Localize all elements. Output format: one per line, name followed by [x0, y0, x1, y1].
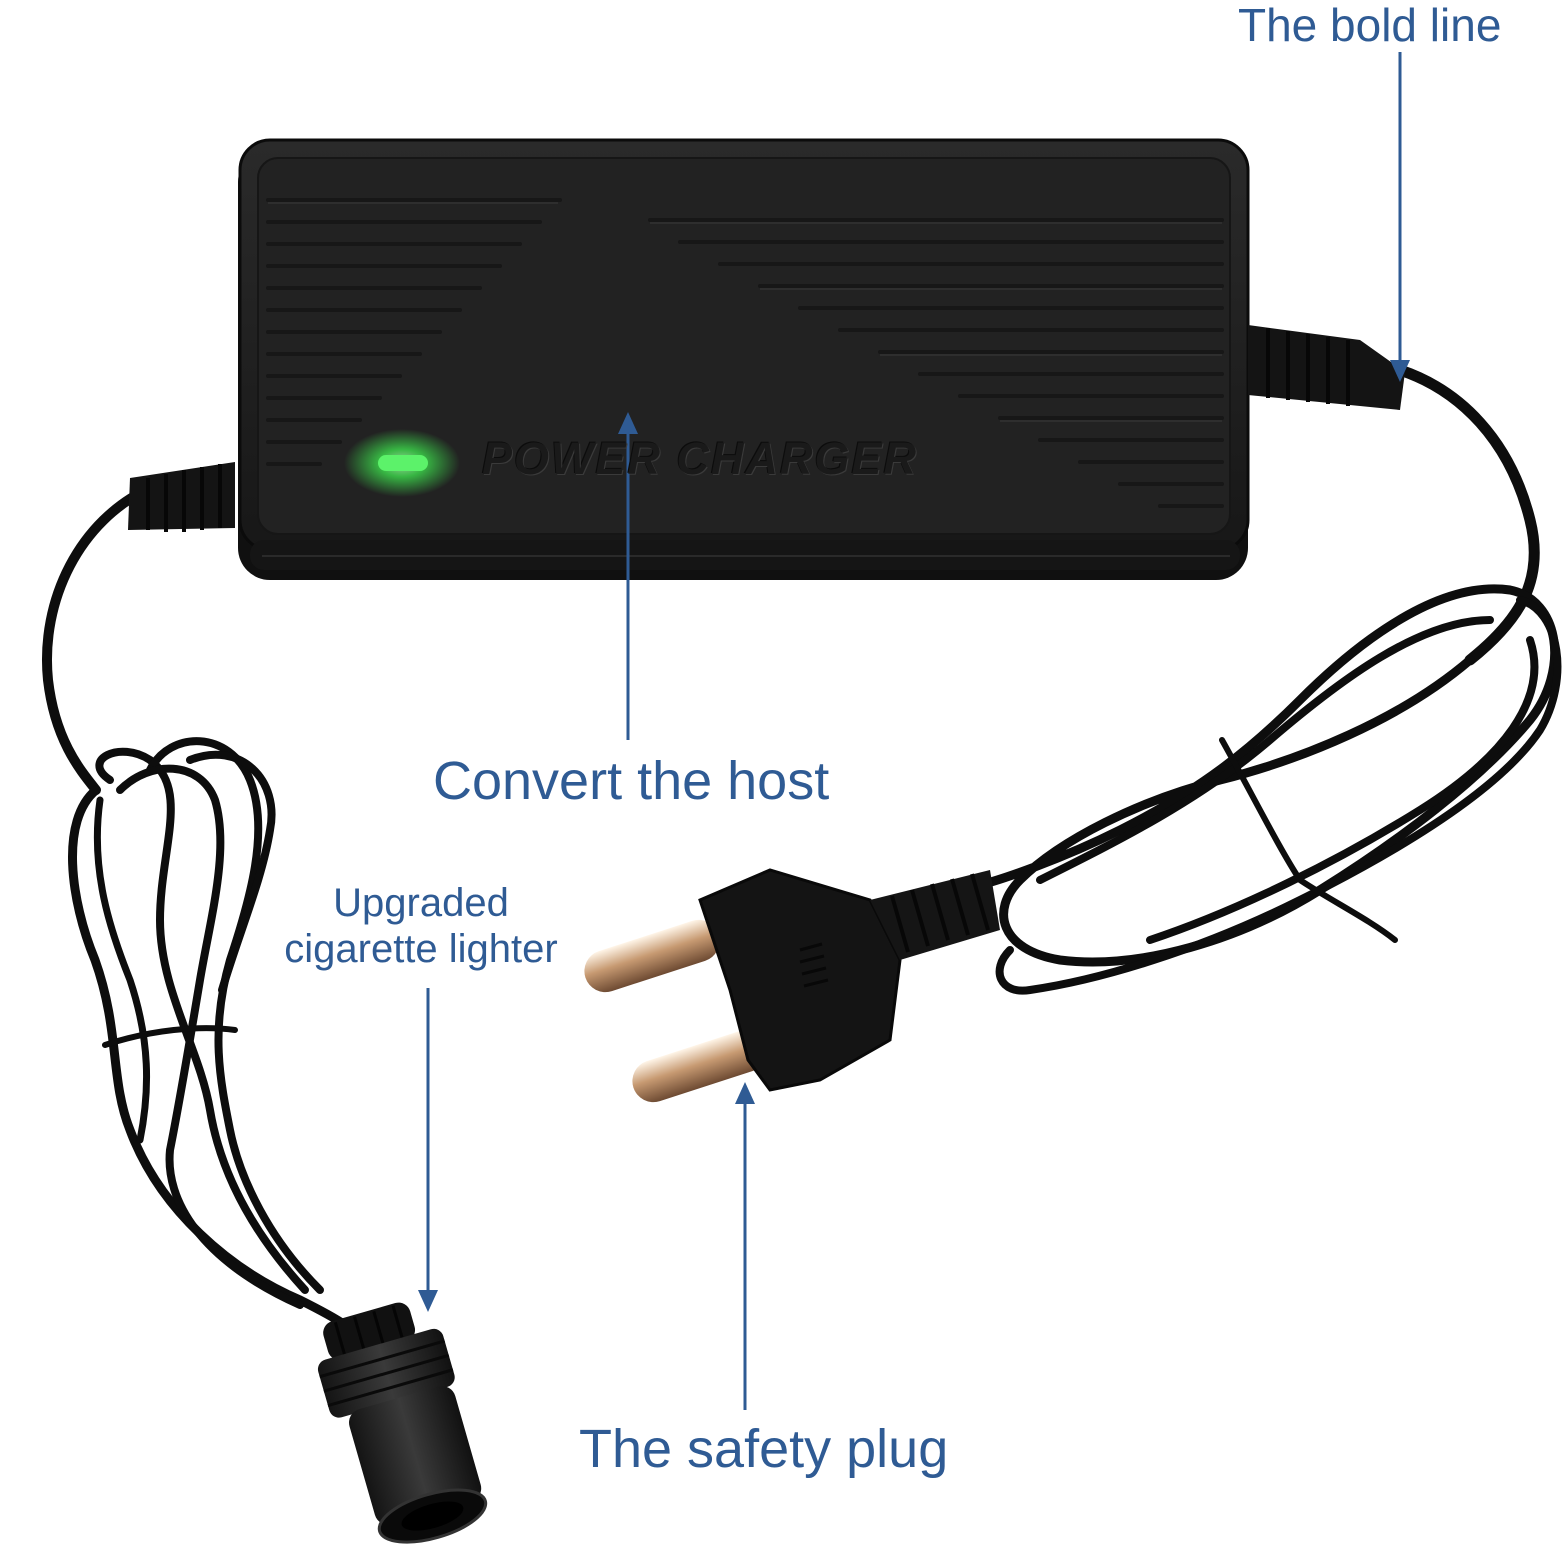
label-bold-line: The bold line — [1238, 0, 1502, 51]
cables — [42, 364, 1562, 1330]
right-cable-tie — [1219, 737, 1398, 943]
plug-pin-lower — [632, 1029, 768, 1103]
left-coil — [68, 785, 350, 1330]
label-convert-host: Convert the host — [433, 751, 830, 811]
plug-pin-upper — [584, 919, 720, 993]
left-cable — [42, 483, 155, 795]
label-cigarette-line1: Upgraded — [333, 881, 509, 925]
housing-print: POWER CHARGER — [482, 433, 919, 484]
right-strain-relief — [1248, 325, 1405, 410]
euro-plug — [584, 868, 1000, 1103]
led-indicator — [378, 455, 428, 471]
right-cable — [1394, 364, 1540, 666]
left-cable-tie — [102, 1025, 238, 1048]
label-cigarette-lighter: Upgraded cigarette lighter — [262, 880, 580, 972]
left-strain-relief — [128, 462, 235, 532]
charger-housing — [128, 138, 1405, 580]
housing-ribs — [266, 198, 1224, 508]
label-cigarette-line2: cigarette lighter — [284, 927, 558, 971]
cigarette-socket — [317, 1302, 488, 1544]
label-safety-plug: The safety plug — [579, 1419, 949, 1479]
right-coil — [975, 584, 1560, 967]
annotation-arrows — [418, 52, 1410, 1410]
